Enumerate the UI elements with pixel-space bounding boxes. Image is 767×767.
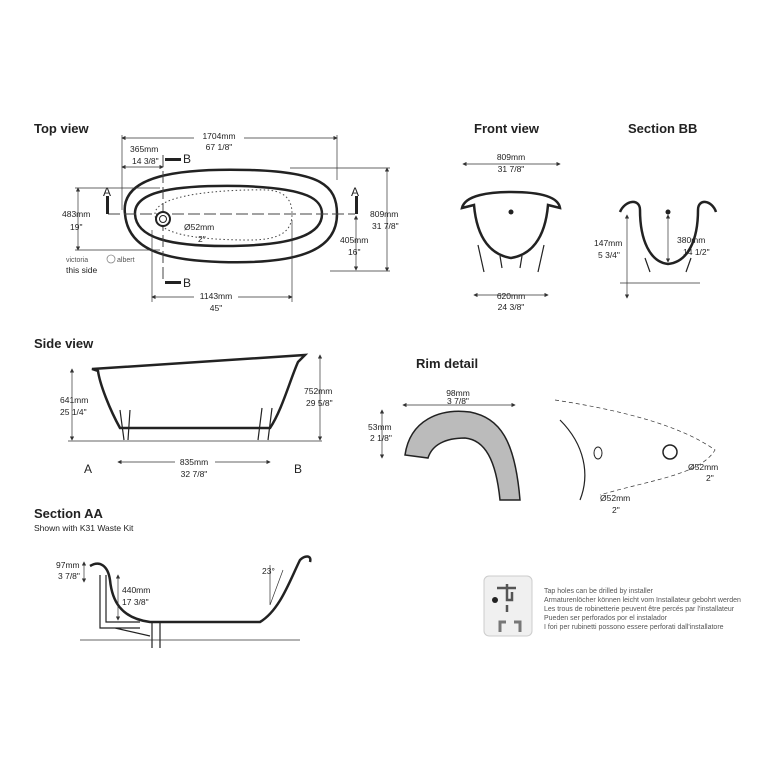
rim-profile	[404, 410, 521, 501]
dim-half-in: 16"	[348, 247, 360, 257]
dim-offset-mm: 365mm	[130, 144, 158, 154]
dim-half-mm: 405mm	[340, 235, 368, 245]
front-base-mm: 620mm	[497, 291, 525, 301]
aa-depth-mm: 440mm	[122, 585, 150, 595]
rim-perspective	[554, 399, 716, 496]
side-label-a: A	[84, 462, 92, 476]
side-h1-in: 25 1/4"	[60, 407, 87, 417]
waste-kit	[99, 575, 161, 648]
hole2-mm: Ø52mm	[688, 462, 718, 472]
front-view-title: Front view	[474, 121, 540, 136]
aa-depth-in: 17 3/8"	[122, 597, 149, 607]
front-view: Front view 809mm 31 7/8" 620mm 24 3/8"	[460, 121, 562, 312]
brand-logo-left: victoria	[66, 257, 88, 264]
bb-height-in: 5 3/4"	[598, 250, 620, 260]
dim-width-in: 31 7/8"	[372, 221, 399, 231]
tap-note: Tap holes can be drilled by installer Ar…	[483, 575, 741, 637]
dim-offset-in: 14 3/8"	[132, 156, 159, 166]
dim-inner-width-in: 19"	[70, 222, 82, 232]
section-a-marker-left	[106, 196, 109, 214]
tap-note-de: Armaturenlöcher können leicht vom Instal…	[544, 597, 741, 604]
front-base-in: 24 3/8"	[498, 302, 525, 312]
side-h1-mm: 641mm	[60, 395, 88, 405]
section-aa-title: Section AA	[34, 506, 103, 521]
section-b-label: B	[183, 152, 191, 166]
hole1-mm: Ø52mm	[600, 493, 630, 503]
section-a-marker-right	[355, 196, 358, 214]
tub-front	[460, 190, 562, 260]
top-view: Top view A A B B 1704mm 67 1/8" 365mm 14…	[34, 121, 399, 313]
tub-side	[91, 353, 309, 430]
dim-length-in: 67 1/8"	[206, 142, 233, 152]
dim-length-mm: 1704mm	[202, 131, 235, 141]
side-view: Side view 641mm 25 1/4" 752mm 29 5/8" 83…	[34, 336, 333, 479]
side-h2-in: 29 5/8"	[306, 398, 333, 408]
top-view-title: Top view	[34, 121, 90, 136]
rim-width-in: 3 7/8"	[447, 396, 469, 406]
rim-height-in: 2 1/8"	[370, 433, 392, 443]
side-feet-in: 32 7/8"	[181, 469, 208, 479]
section-aa: Section AA Shown with K31 Waste Kit 97mm…	[34, 506, 312, 648]
hole1-in: 2"	[612, 505, 620, 515]
section-a-label: A	[103, 185, 111, 199]
rim-width-mm: 98mm	[446, 388, 470, 398]
hole2-in: 2"	[706, 473, 714, 483]
rim-detail: Rim detail 98mm 3 7/8" 53mm 2 1/8" Ø52mm…	[368, 356, 718, 515]
dim-inner-width-mm: 483mm	[62, 209, 90, 219]
front-top-in: 31 7/8"	[498, 164, 525, 174]
section-bb: Section BB 380mm 14 1/2" 147mm 5 3/4"	[594, 121, 718, 299]
dim-inner-length-mm: 1143mm	[200, 291, 232, 301]
dim-waste-mm: Ø52mm	[184, 222, 214, 232]
dim-inner-length-in: 45"	[210, 303, 222, 313]
bb-depth-in: 14 1/2"	[683, 247, 710, 257]
section-b-label: B	[183, 276, 191, 290]
aa-rim-mm: 97mm	[56, 560, 80, 570]
brand-logo-right: albert	[117, 257, 135, 264]
tub-section-aa	[89, 555, 312, 624]
waste-icon	[155, 211, 171, 227]
dim-waste-in: 2"	[198, 234, 206, 244]
bb-depth-mm: 380mm	[677, 235, 705, 245]
side-label-b: B	[294, 462, 302, 476]
side-view-title: Side view	[34, 336, 94, 351]
side-h2-mm: 752mm	[304, 386, 332, 396]
front-top-mm: 809mm	[497, 152, 525, 162]
section-a-label: A	[351, 185, 359, 199]
brand-plus-icon	[106, 254, 116, 264]
feet	[119, 407, 273, 441]
feet	[644, 257, 692, 273]
tap-note-it: I fori per rubinetti possono essere perf…	[544, 624, 724, 631]
dim-width-mm: 809mm	[370, 209, 398, 219]
rim-detail-title: Rim detail	[416, 356, 478, 371]
tap-hole-2	[662, 444, 678, 460]
tap-note-en: Tap holes can be drilled by installer	[544, 588, 654, 595]
section-bb-title: Section BB	[628, 121, 697, 136]
side-feet-mm: 835mm	[180, 457, 208, 467]
aa-rim-in: 3 7/8"	[58, 571, 80, 581]
tap-note-fr: Les trous de robinetterie peuvent être p…	[544, 606, 735, 613]
tub-section-bb	[618, 200, 718, 266]
bb-height-mm: 147mm	[594, 238, 622, 248]
aa-angle: 23°	[262, 566, 275, 576]
feet	[477, 244, 545, 273]
tap-note-es: Pueden ser perforados por el instalador	[544, 615, 668, 622]
section-aa-subtitle: Shown with K31 Waste Kit	[34, 523, 134, 533]
tap-hole-1	[593, 446, 603, 460]
rim-height-mm: 53mm	[368, 422, 392, 432]
basin-dotted	[154, 189, 293, 241]
brand-note: this side	[66, 265, 97, 275]
